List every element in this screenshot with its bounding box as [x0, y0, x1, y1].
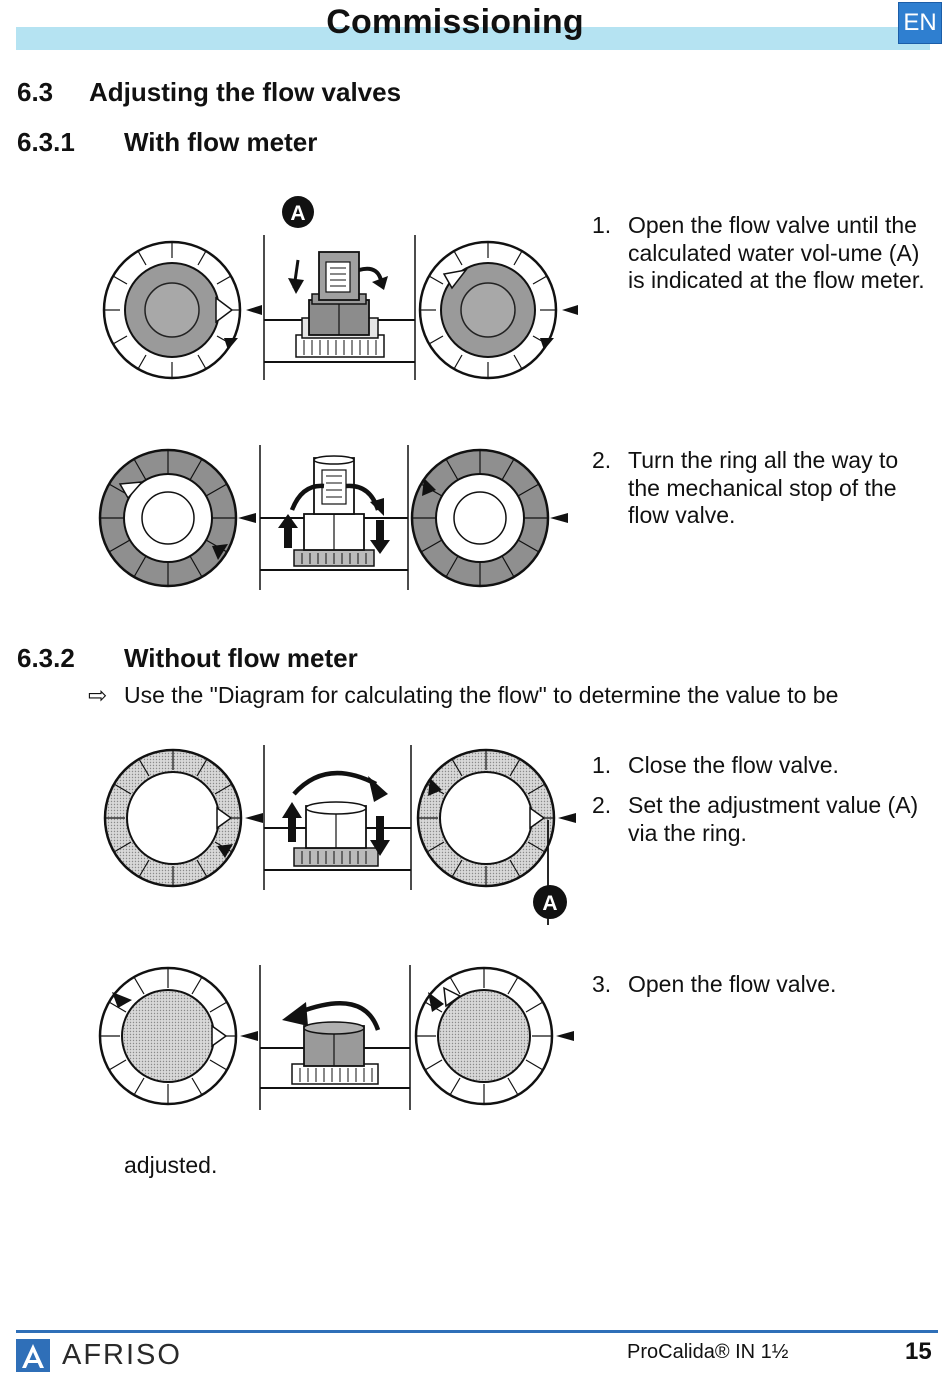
step-text: Close the flow valve.: [628, 752, 839, 778]
step-number: 2.: [592, 447, 612, 473]
step-text: Set the adjustment value (A) via the rin…: [628, 792, 919, 846]
step-number: 2.: [592, 792, 612, 818]
subsection-title: With flow meter: [124, 127, 318, 157]
label-a: A: [290, 202, 305, 225]
language-badge: EN: [898, 2, 942, 44]
step-number: 3.: [592, 971, 612, 997]
afriso-logo-icon: [16, 1339, 50, 1372]
arrow-icon: ⇨: [88, 682, 108, 708]
step-text: Open the flow valve until the calculated…: [628, 212, 925, 293]
continuation-text: adjusted.: [124, 1152, 218, 1178]
figure-close-and-set-value: A: [103, 745, 576, 925]
figure-turn-ring-to-stop: [98, 445, 568, 590]
page-title: Commissioning: [326, 3, 584, 41]
section-title: Adjusting the flow valves: [89, 77, 402, 107]
product-name: ProCalida® IN 1½: [627, 1341, 789, 1363]
subsection-number: 6.3.2: [17, 643, 75, 673]
step-text: Turn the ring all the way to the mechani…: [628, 447, 899, 528]
step-number: 1.: [592, 212, 612, 238]
figure-open-valve: [98, 965, 574, 1110]
step-number: 1.: [592, 752, 612, 778]
subsection-number: 6.3.1: [17, 127, 75, 157]
figure-open-valve-with-meter: A: [102, 196, 578, 380]
subsection-title: Without flow meter: [124, 643, 358, 673]
section-number: 6.3: [17, 77, 54, 107]
page-number: 15: [905, 1338, 932, 1365]
header-bar: [16, 27, 930, 50]
instruction-text: Use the "Diagram for calculating the flo…: [124, 682, 839, 708]
footer-divider: [16, 1330, 938, 1333]
label-a: A: [542, 892, 557, 915]
step-text: Open the flow valve.: [628, 971, 837, 997]
brand-name: AFRISO: [62, 1339, 182, 1371]
